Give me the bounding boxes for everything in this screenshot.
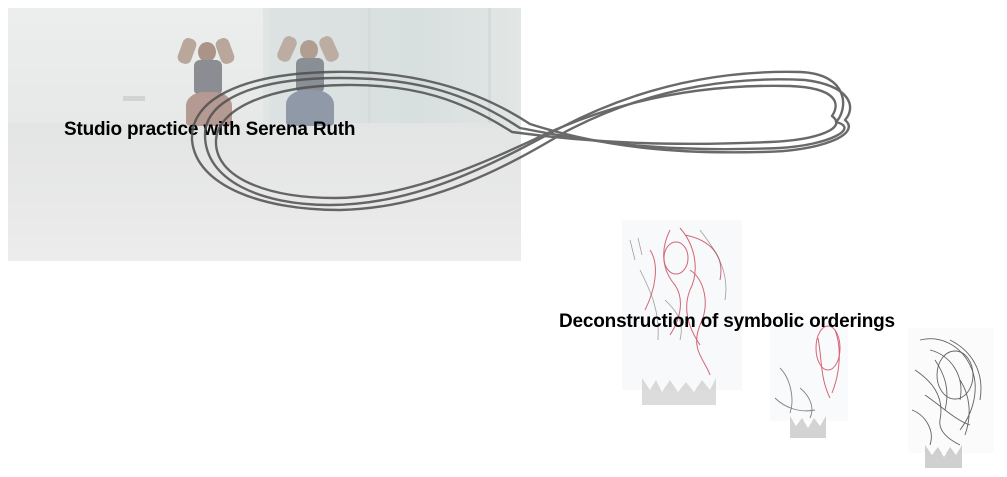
studio-caption: Studio practice with Serena Ruth [64,119,356,140]
infinity-loop-stroke-1 [203,70,846,207]
studio-floor [8,123,521,261]
sketch-figure-1 [622,220,742,405]
sketch-figure-3 [908,328,994,468]
studio-photo [8,8,521,261]
wall-socket [123,96,145,101]
deconstruction-caption: Deconstruction of symbolic orderings [559,311,895,332]
dancer-figure-left [175,36,238,126]
studio-mirror-seam [368,8,371,123]
studio-pillar [263,8,269,123]
infinity-loop-stroke-3 [214,83,838,200]
studio-mirror-seam [488,8,491,123]
infinity-loop-stroke-2 [190,70,852,212]
sketch-figure-2 [770,323,848,438]
